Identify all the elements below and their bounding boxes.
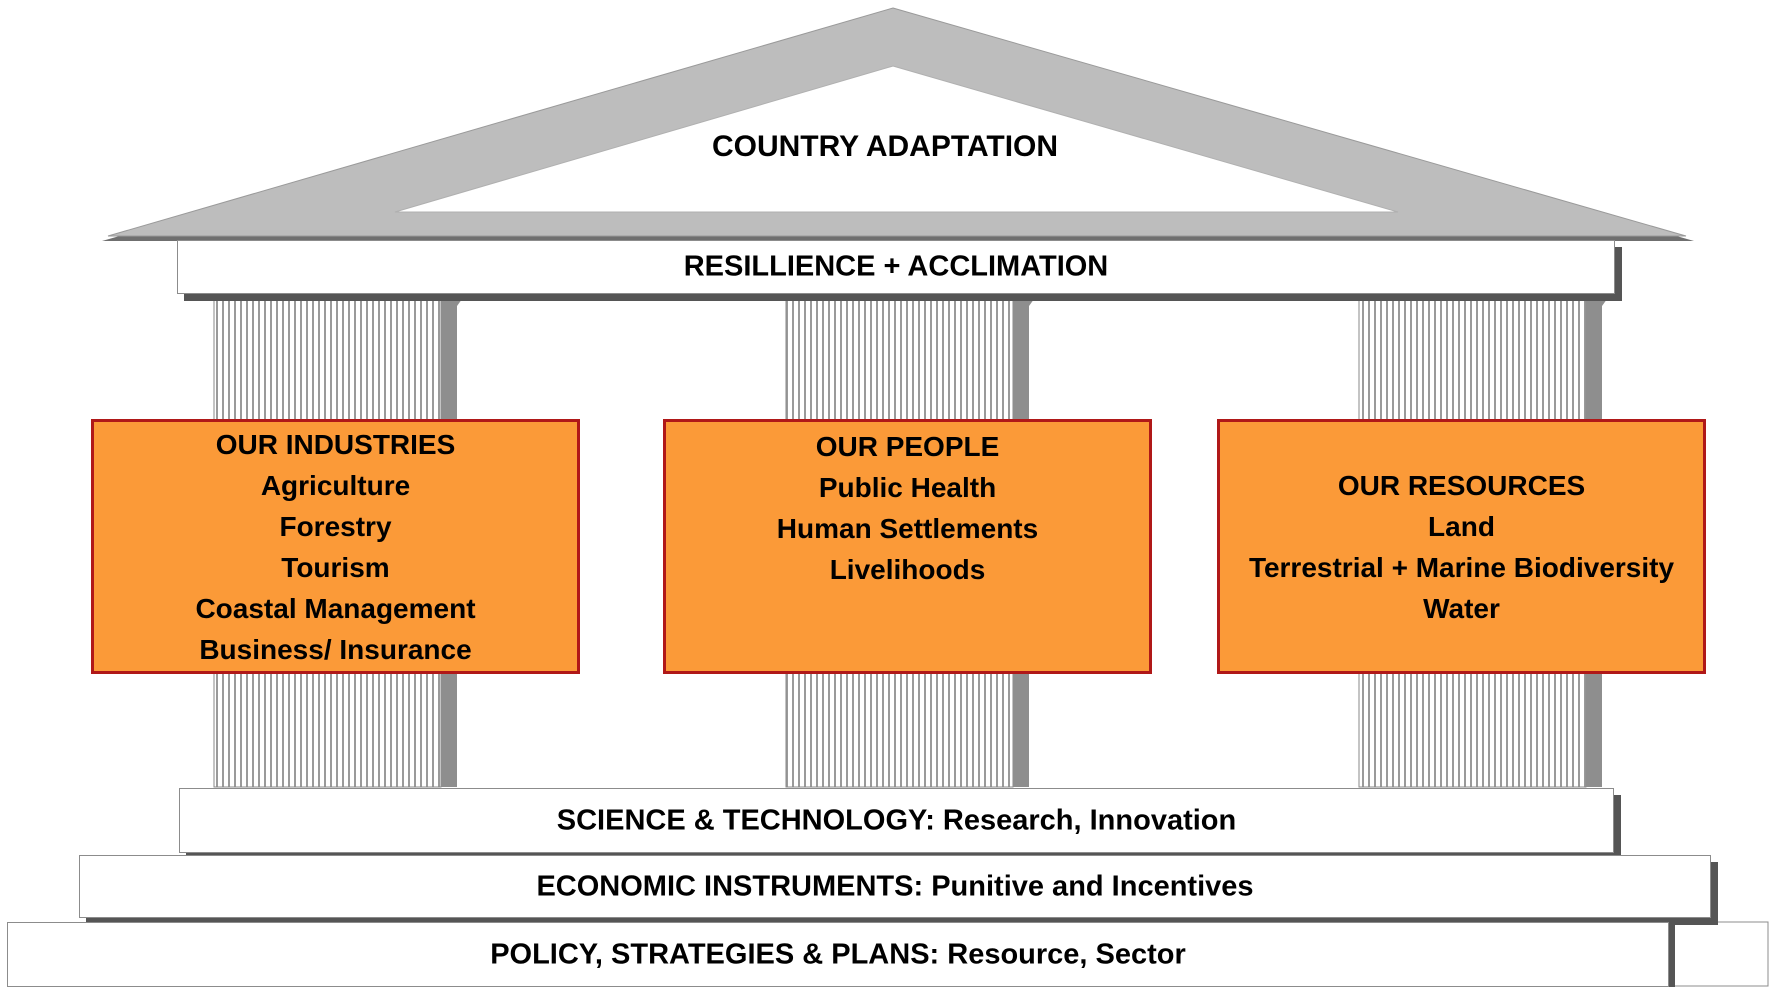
pillar-item: Terrestrial + Marine Biodiversity [1248, 551, 1675, 583]
pillar-item: Human Settlements [776, 513, 1039, 544]
pillar-item: Agriculture [260, 469, 411, 501]
beam-label: RESILLIENCE + ACCLIMATION [683, 250, 1109, 283]
pillar-box-industries: OUR INDUSTRIES Agriculture Forestry Tour… [91, 419, 580, 674]
pillar-item: Livelihoods [829, 554, 986, 585]
roof-inner-triangle [394, 65, 1399, 213]
foundation-tier-economic: ECONOMIC INSTRUMENTS: Punitive and Incen… [79, 855, 1711, 918]
pillar-title: OUR RESOURCES [1337, 469, 1586, 501]
pillar-item: Business/ Insurance [199, 633, 472, 665]
pillar-box-resources: OUR RESOURCES Land Terrestrial + Marine … [1217, 419, 1706, 674]
pillar-item: Public Health [818, 472, 997, 503]
roof-title: COUNTRY ADAPTATION [711, 130, 1059, 163]
tier-detail: Resource, Sector [947, 938, 1186, 970]
tier-label: SCIENCE & TECHNOLOGY: [556, 804, 935, 836]
beam: RESILLIENCE + ACCLIMATION [177, 240, 1615, 294]
tier-detail: Research, Innovation [942, 804, 1237, 836]
tier-label: ECONOMIC INSTRUMENTS: [536, 870, 924, 902]
pillar-title: OUR PEOPLE [815, 431, 1000, 462]
foundation-tier-science: SCIENCE & TECHNOLOGY: Research, Innovati… [179, 788, 1614, 853]
pillar-item: Coastal Management [195, 592, 476, 624]
foundation-tier-policy: POLICY, STRATEGIES & PLANS: Resource, Se… [7, 922, 1669, 987]
pillar-box-people: OUR PEOPLE Public Health Human Settlemen… [663, 419, 1152, 674]
tier-detail: Punitive and Incentives [931, 870, 1254, 902]
tier-label: POLICY, STRATEGIES & PLANS: [490, 938, 940, 970]
pillar-item: Water [1423, 592, 1500, 624]
pillar-item: Land [1428, 510, 1495, 542]
pillar-item: Forestry [279, 510, 392, 542]
pillar-item: Tourism [281, 551, 390, 583]
pillar-title: OUR INDUSTRIES [215, 428, 456, 460]
step-end-block [1672, 921, 1769, 987]
